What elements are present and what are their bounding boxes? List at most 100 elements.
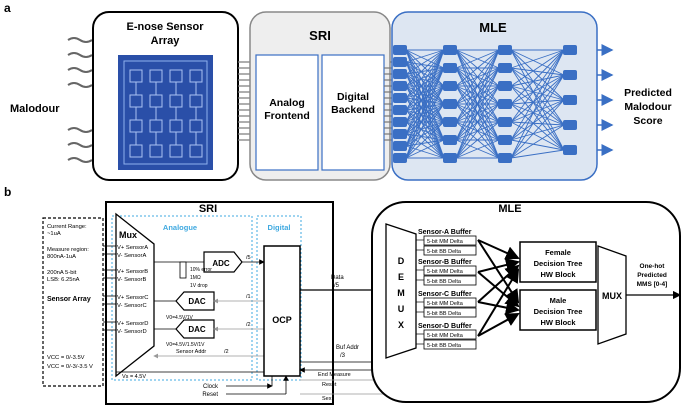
demux-letter: E: [398, 272, 404, 282]
data-label-2: /5: [334, 283, 340, 289]
dac1-bits: /1: [246, 294, 251, 300]
bb-delta-label: 5-bit BB Delta: [427, 311, 462, 317]
male-line-2: Decision Tree: [534, 307, 583, 316]
demux-letter: X: [398, 320, 404, 330]
mle-block-title: MLE: [498, 203, 521, 215]
nn-edge: [510, 49, 565, 105]
nn-edge: [510, 67, 565, 101]
nn-node: [563, 145, 577, 155]
mle-output-arrows: [597, 44, 614, 156]
sensor-array-label: Sensor Array: [47, 296, 91, 303]
nn-node: [393, 129, 407, 139]
dac-2-label: DAC: [188, 325, 206, 334]
sri-title: SRI: [309, 28, 331, 43]
nn-edge: [510, 67, 565, 151]
data-label-1: Data: [331, 275, 344, 281]
nn-edge: [405, 103, 445, 159]
digital-label-1: Digital: [337, 91, 369, 103]
dac-block-1: [175, 291, 215, 311]
nn-edge: [405, 49, 445, 87]
panel-b-label: b: [4, 185, 11, 199]
nn-edge: [510, 49, 565, 159]
nn-edge: [510, 67, 565, 76]
error-note: 10% error: [190, 267, 212, 273]
nn-edge: [455, 139, 500, 159]
resistor-value: 1MΩ: [190, 275, 201, 281]
nn-edge: [455, 49, 500, 87]
sri-to-mle-wires: [384, 61, 392, 141]
nn-edge: [405, 67, 445, 99]
neural-network: [393, 45, 577, 163]
nn-edge: [510, 99, 565, 105]
nn-node: [443, 45, 457, 55]
mm-delta-cell: [423, 235, 477, 246]
dac-1-label: DAC: [188, 297, 206, 306]
nn-node: [563, 45, 577, 55]
nn-node: [563, 95, 577, 105]
dac2-voltage: V0=4.5V/1.5V/1V: [166, 342, 205, 348]
nn-node: [563, 120, 577, 130]
enose-title-2: Array: [151, 35, 181, 47]
demux-letter: D: [398, 256, 405, 266]
mm-delta-label: 5-bit MM Delta: [427, 301, 464, 307]
nn-edge: [455, 49, 500, 141]
reset-label: Reset: [322, 382, 337, 388]
sensor-input-wires: [103, 245, 116, 331]
predicted-label-2: Malodour: [624, 101, 671, 113]
panel-a-label: a: [4, 1, 11, 15]
nn-node: [393, 117, 407, 127]
sensor-addr-label: Sensor Addr: [176, 349, 206, 355]
nn-node: [393, 153, 407, 163]
nn-edge: [510, 85, 565, 126]
male-line-3: HW Block: [540, 318, 576, 327]
note-vcc-1: VCC = 0/-3.5V: [47, 355, 85, 361]
nn-node: [393, 69, 407, 79]
nn-node: [443, 81, 457, 91]
nn-node: [443, 153, 457, 163]
demux-letter: U: [398, 304, 405, 314]
nn-edge: [405, 139, 445, 159]
nn-edge: [510, 67, 565, 126]
nn-node: [393, 45, 407, 55]
nn-edge: [510, 49, 565, 101]
buffer-title: Sensor-A Buffer: [418, 229, 472, 236]
nn-edge: [405, 49, 445, 135]
nn-edge: [455, 49, 500, 69]
buffer-title: Sensor-B Buffer: [418, 259, 472, 266]
nn-edge: [405, 85, 445, 135]
nn-edge: [455, 85, 500, 159]
bb-delta-label: 5-bit BB Delta: [427, 279, 462, 285]
mm-delta-cell: [423, 265, 477, 276]
male-tree-block: [519, 289, 597, 331]
note-measure-1: Measure region:: [47, 247, 89, 253]
nn-node: [498, 117, 512, 127]
demux: [385, 223, 417, 359]
nn-node: [498, 99, 512, 109]
enose-to-sri-wires: [238, 61, 250, 141]
nn-edge: [510, 121, 565, 126]
nn-edge: [510, 121, 565, 151]
mm-delta-cell: [423, 329, 477, 340]
nn-node: [443, 63, 457, 73]
analog-label-1: Analog: [269, 97, 305, 109]
buffer-title: Sensor-C Buffer: [418, 291, 472, 298]
end-measure-label: End Measure: [318, 372, 351, 378]
nn-edge: [405, 145, 445, 159]
predicted-label-1: Predicted: [624, 87, 672, 99]
female-line-2: Decision Tree: [534, 259, 583, 268]
digital-backend-box: [321, 54, 385, 171]
bb-delta-cell: [423, 245, 477, 256]
output-mux: [597, 245, 627, 345]
mle-title: MLE: [479, 20, 507, 35]
nn-edge: [405, 49, 445, 123]
bb-delta-label: 5-bit BB Delta: [427, 343, 462, 349]
nn-edge: [510, 99, 565, 123]
ocp-block: [263, 245, 301, 377]
bb-delta-cell: [423, 339, 477, 350]
output-label-2: Predicted: [637, 272, 667, 279]
analog-label-2: Frontend: [264, 110, 310, 122]
nn-edge: [510, 49, 565, 123]
nn-edge: [455, 121, 500, 159]
mux-input-label: V- SensorB: [117, 277, 146, 283]
